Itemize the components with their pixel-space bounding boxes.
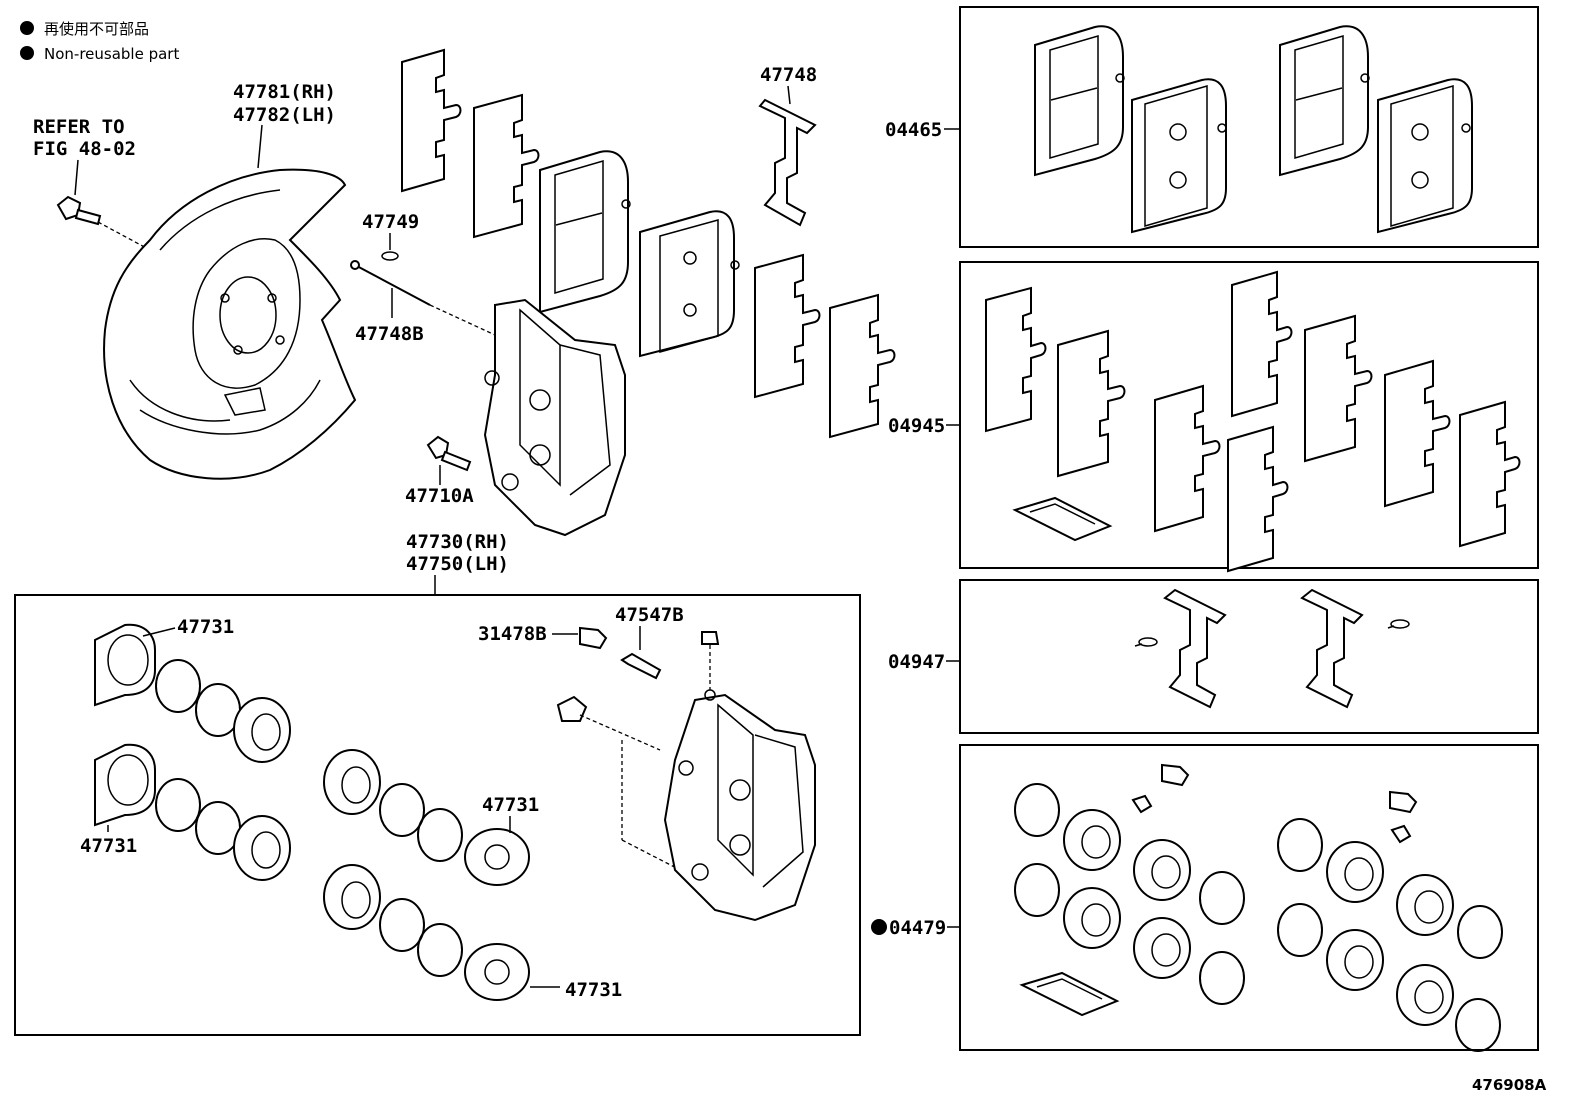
kit-seal-ring (1457, 905, 1503, 959)
kit-bleeder-cap (1131, 794, 1153, 814)
refer-to-label: REFER TO (33, 116, 125, 138)
legend-english: Non-reusable part (44, 45, 179, 63)
piston-47731-label-c: 47731 (482, 794, 539, 816)
kit-piston-seal (1396, 964, 1454, 1026)
piston-seal-set (323, 749, 530, 886)
anti-squeal-shim (473, 93, 540, 239)
bleeder-cap-31478b-label: 31478B (478, 623, 547, 645)
kit-seal-ring (1199, 871, 1245, 925)
kit-piston-seal (1326, 929, 1384, 991)
piston-seal-set (94, 623, 291, 763)
pad-kit-04465-label: 04465 (885, 119, 942, 141)
shim-kit-04945-label: 04945 (888, 415, 945, 437)
pad-pin (350, 260, 431, 306)
kit-shim (1231, 270, 1293, 418)
piston-47731-label-a: 47731 (177, 616, 234, 638)
brake-pad (639, 210, 740, 358)
legend-japanese: 再使用不可部品 (44, 20, 149, 38)
figure-id-label: 476908A (1472, 1076, 1547, 1094)
caliper-mount-bolt (426, 435, 472, 472)
kit-seal-ring (1455, 998, 1501, 1052)
fig-reference-label: FIG 48-02 (33, 138, 136, 160)
caliper-rh-label: 47730(RH) (406, 531, 509, 553)
legend: 再使用不可部品 Non-reusable part (20, 20, 179, 63)
piston-seal-set (323, 864, 530, 1001)
pin-clip (381, 251, 399, 261)
kit-shim (1227, 425, 1289, 573)
mount-bolt-47710a-label: 47710A (405, 485, 474, 507)
lower-caliper-housing (663, 689, 816, 922)
kit-piston-seal (1063, 809, 1121, 871)
kit-pin-clip (1134, 637, 1158, 647)
caliper-assembly-frame (14, 594, 861, 1036)
caliper-lh-label: 47750(LH) (406, 553, 509, 575)
piston-47731-label-b: 47731 (80, 835, 137, 857)
non-reusable-bullet-icon (871, 919, 887, 935)
anti-squeal-shim (401, 48, 462, 193)
pad-kit-frame (959, 6, 1539, 248)
brake-pad (539, 150, 631, 314)
anti-rattle-spring (758, 98, 817, 227)
kit-brake-pad (1279, 25, 1370, 177)
pad-pin-47748b-label: 47748B (355, 323, 424, 345)
kit-piston-seal (1396, 874, 1454, 936)
piston-seal-set (94, 743, 291, 881)
non-reusable-bullet-icon (20, 21, 34, 35)
spring-kit-frame (959, 579, 1539, 734)
kit-seal-ring (1277, 903, 1323, 957)
kit-seal-ring (1199, 951, 1245, 1005)
kit-shim (985, 286, 1047, 433)
kit-piston-seal (1326, 841, 1384, 903)
bleeder-plug (556, 695, 588, 722)
kit-bleeder-cap (1389, 790, 1418, 814)
non-reusable-bullet-icon (20, 46, 34, 60)
grease-packet (1019, 971, 1120, 1017)
kit-piston-seal (1063, 887, 1121, 949)
kit-shim (1154, 384, 1221, 533)
clip-47749-label: 47749 (362, 211, 419, 233)
kit-piston-seal (1133, 917, 1191, 979)
grease-packet (1012, 496, 1113, 542)
seal-kit-frame (959, 744, 1539, 1051)
spring-kit-04947-label: 04947 (888, 651, 945, 673)
spring-47748-label: 47748 (760, 64, 817, 86)
kit-brake-pad (1131, 78, 1227, 234)
kit-piston-seal (1133, 839, 1191, 901)
disc-brake-dust-cover (103, 168, 357, 480)
upper-caliper-housing (483, 298, 626, 537)
kit-brake-pad (1377, 78, 1473, 234)
kit-shim (1459, 400, 1521, 548)
kit-pin-clip (1387, 619, 1410, 629)
kit-bleeder-cap (1390, 824, 1412, 844)
piston-47731-label-d: 47731 (565, 979, 622, 1001)
kit-anti-rattle-spring (1300, 588, 1364, 709)
dust-cover-lh-label: 47782(LH) (233, 104, 336, 126)
kit-seal-ring (1014, 863, 1060, 917)
kit-brake-pad (1034, 25, 1125, 177)
bleeder-screw-cap (701, 631, 720, 645)
dust-cover-rh-label: 47781(RH) (233, 81, 336, 103)
kit-shim (1384, 359, 1451, 508)
shim-kit-frame (959, 261, 1539, 569)
seal-kit-04479-label: 04479 (889, 917, 946, 939)
anti-squeal-shim (754, 253, 821, 399)
dust-cover-bolt (56, 195, 102, 226)
kit-shim (1057, 329, 1126, 478)
kit-anti-rattle-spring (1163, 588, 1227, 709)
bleeder-plug-cap (579, 626, 608, 650)
kit-seal-ring (1277, 818, 1323, 872)
bleeder-screw-47547b-label: 47547B (615, 604, 684, 626)
bleeder-screw (620, 652, 662, 680)
kit-bleeder-cap (1161, 763, 1190, 787)
anti-squeal-shim (829, 293, 896, 439)
kit-seal-ring (1014, 783, 1060, 837)
kit-shim (1304, 314, 1373, 463)
